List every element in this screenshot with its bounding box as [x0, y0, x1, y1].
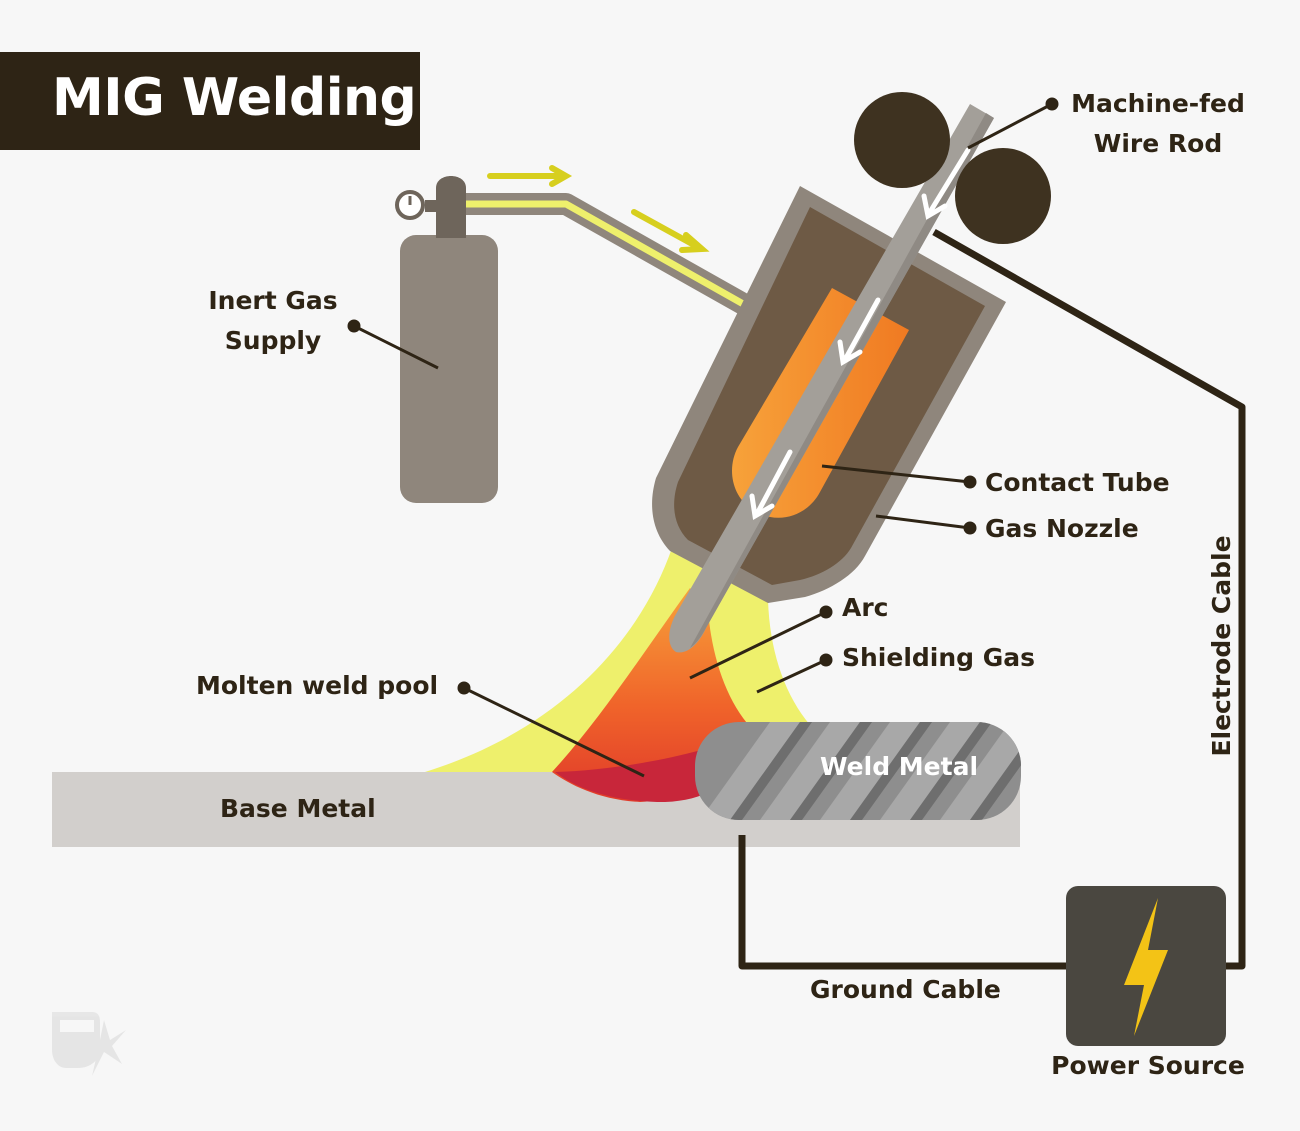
label-gas-supply-line1: Inert Gas — [208, 286, 338, 315]
weld-metal-bead — [695, 722, 1021, 820]
feed-roller-bottom — [955, 148, 1051, 244]
label-base-metal: Base Metal — [220, 794, 376, 823]
page-title: MIG Welding — [52, 68, 417, 128]
gas-cylinder — [400, 235, 498, 503]
electrode-cable-line — [932, 228, 1246, 970]
title-bar — [0, 52, 420, 150]
label-arc: Arc — [842, 593, 889, 622]
gas-cylinder-neck — [436, 176, 466, 238]
leader-lines — [347, 97, 1059, 778]
label-power-source: Power Source — [1051, 1051, 1245, 1080]
label-wire-rod-line1: Machine-fed — [1071, 89, 1245, 118]
label-weld-metal: Weld Metal — [820, 752, 979, 781]
label-contact-tube: Contact Tube — [985, 468, 1170, 497]
label-electrode-cable: Electrode Cable — [1207, 535, 1236, 757]
feed-roller-top — [854, 92, 950, 188]
label-ground-cable: Ground Cable — [810, 975, 1001, 1004]
label-gas-nozzle: Gas Nozzle — [985, 514, 1139, 543]
welder-logo-icon — [52, 1012, 126, 1076]
label-wire-rod-line2: Wire Rod — [1093, 129, 1223, 158]
lightning-bolt-icon — [1124, 898, 1168, 1036]
label-gas-supply-line2: Supply — [224, 326, 322, 355]
wire-rod — [669, 104, 994, 653]
wire-flow-arrows — [749, 147, 971, 521]
gas-hose — [466, 193, 751, 315]
label-shielding-gas: Shielding Gas — [842, 643, 1036, 672]
ground-cable-line — [738, 835, 1068, 970]
label-molten-weld-pool: Molten weld pool — [196, 671, 439, 700]
